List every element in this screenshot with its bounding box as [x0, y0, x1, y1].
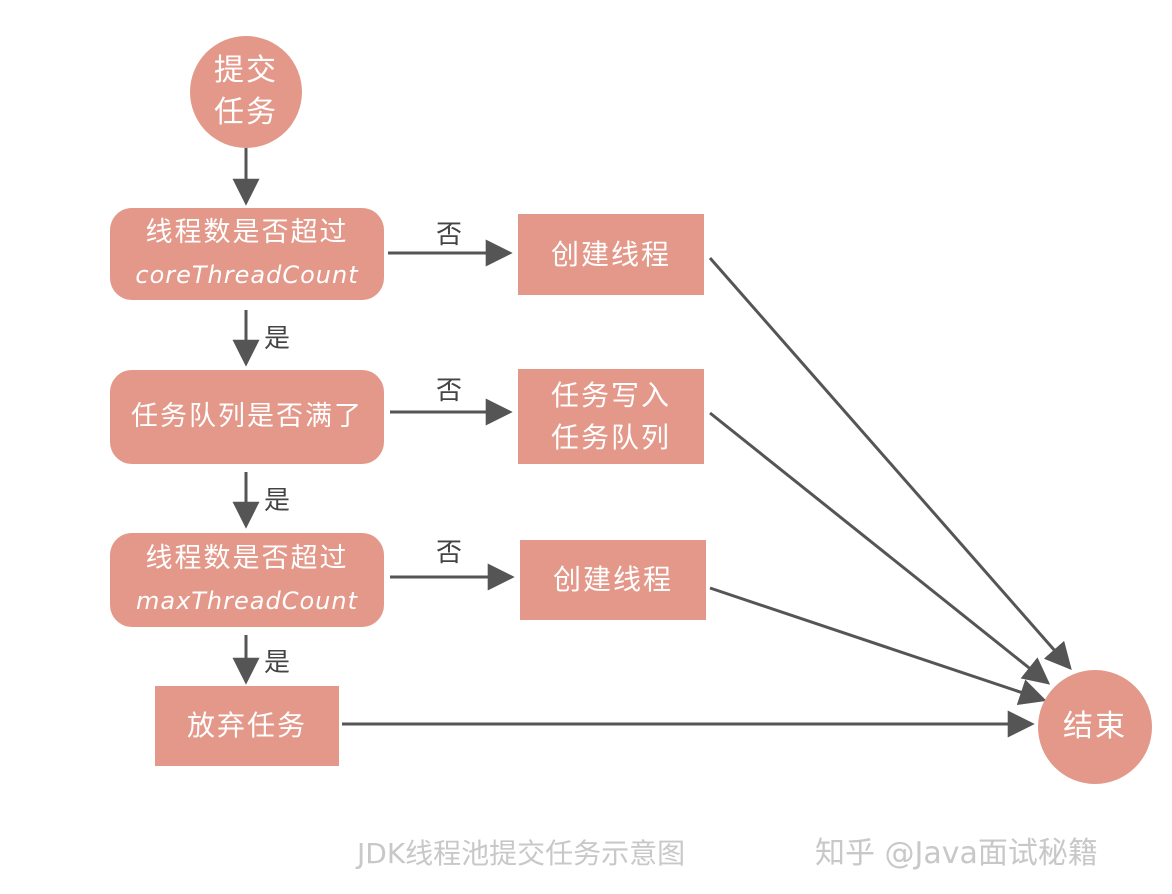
diagram-caption: JDK线程池提交任务示意图 [357, 837, 686, 870]
end-node-label: 结束 [1063, 709, 1127, 744]
watermark: 知乎 @Java面试秘籍 [815, 836, 1098, 871]
edge-label-no-3: 否 [436, 538, 463, 568]
create-thread-1-label: 创建线程 [550, 237, 671, 271]
arrow-create2-to-end [709, 586, 1047, 706]
edge-label-no-2: 否 [436, 376, 463, 406]
check-core-line-1: 线程数是否超过 [145, 217, 349, 248]
reject-task-label: 放弃任务 [186, 709, 307, 742]
reject-task-node: 放弃任务 [155, 686, 339, 766]
create-thread-2-label: 创建线程 [552, 563, 673, 596]
check-core-line-2: coreThreadCount [135, 261, 359, 289]
edge-label-yes-3: 是 [264, 648, 291, 678]
arrow-enqueue-to-end [709, 411, 1051, 685]
end-node: 结束 [1038, 670, 1152, 784]
check-queue-node: 任务队列是否满了 [110, 370, 384, 464]
check-queue-label: 任务队列是否满了 [131, 401, 363, 432]
edge-label-yes-1: 是 [264, 324, 291, 354]
check-core-thread-node: 线程数是否超过 coreThreadCount [110, 208, 384, 300]
start-node: 提交 任务 [190, 36, 302, 148]
start-node-line-2: 任务 [214, 95, 278, 130]
edge-label-yes-2: 是 [264, 486, 291, 516]
start-node-line-1: 提交 [214, 53, 278, 88]
edge-label-no-1: 否 [436, 220, 463, 250]
enqueue-line-1: 任务写入 [550, 378, 671, 412]
create-thread-node-2: 创建线程 [520, 540, 706, 620]
check-max-line-1: 线程数是否超过 [145, 543, 349, 574]
enqueue-line-2: 任务队列 [550, 420, 671, 454]
enqueue-task-node: 任务写入 任务队列 [518, 369, 704, 464]
create-thread-node-1: 创建线程 [518, 214, 704, 295]
check-max-thread-node: 线程数是否超过 maxThreadCount [110, 533, 384, 627]
arrow-create1-to-end [708, 257, 1072, 671]
check-max-line-2: maxThreadCount [135, 587, 358, 615]
